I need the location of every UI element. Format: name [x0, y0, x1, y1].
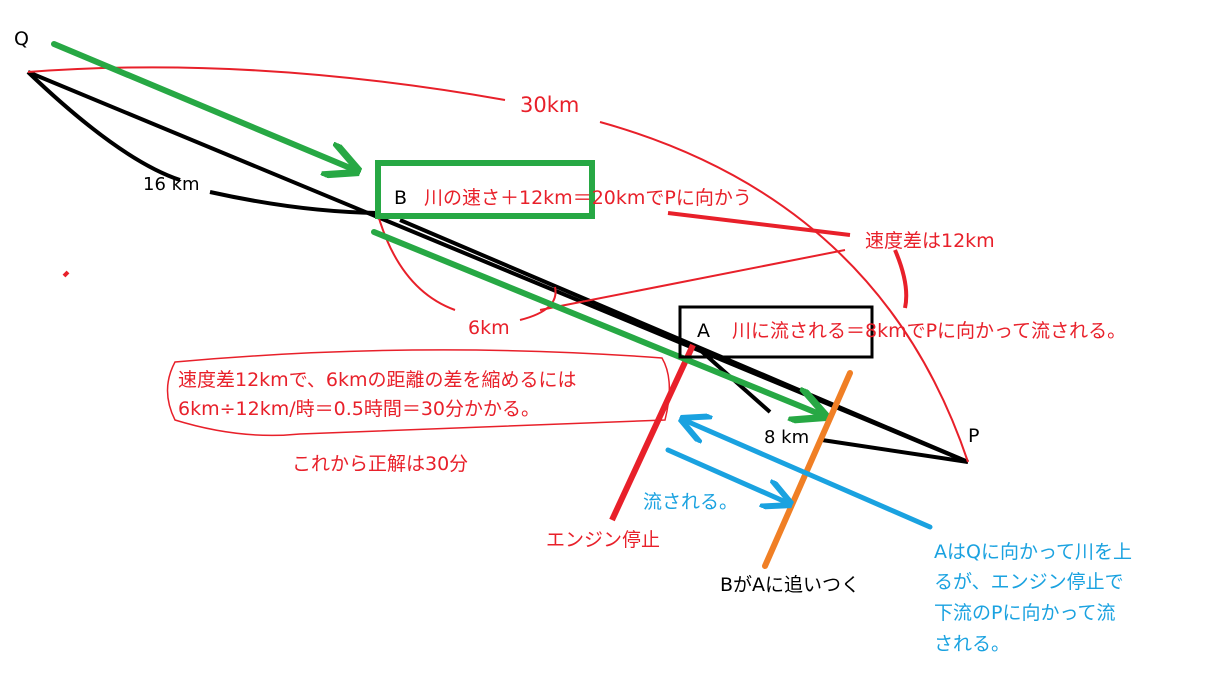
point-q: Q: [14, 28, 29, 50]
brace-a-p-lower: [821, 438, 969, 464]
note-catch-up: BがAに追いつく: [720, 574, 860, 596]
green-arrow-q-to-b: [51, 41, 355, 170]
brace-q-b: [26, 70, 181, 182]
note-a-explain-1: AはQに向かって川を上: [934, 541, 1132, 563]
red-annotations: [27, 66, 969, 522]
note-speed-diff: 速度差は12km: [865, 230, 995, 252]
brace-q-b-lower: [209, 190, 379, 215]
stray-mark: [62, 270, 70, 278]
distance-total: 30km: [520, 93, 579, 117]
speed-diff-pointer-2: [539, 249, 846, 311]
speed-diff-pointer-3: [893, 249, 909, 309]
note-a-motion: 川に流される＝8kmでPに向かって流される。: [732, 320, 1126, 342]
note-a-explain-2: るが、エンジン停止で: [934, 571, 1124, 593]
catch-up-line: [762, 370, 853, 569]
note-a-explain-3: 下流のPに向かって流: [934, 602, 1116, 624]
point-a: A: [697, 320, 710, 342]
calc-speech-bubble: [166, 349, 671, 437]
b-to-p-line: [399, 218, 969, 464]
note-engine-stop: エンジン停止: [546, 529, 660, 551]
point-p: P: [968, 425, 979, 447]
box-b: [375, 160, 595, 219]
note-calc-line2: 6km÷12km/時＝0.5時間＝30分かかる。: [178, 398, 540, 420]
arc-30km-left: [27, 66, 506, 101]
distance-b-a: 6km: [468, 317, 510, 339]
note-b-motion: 川の速さ＋12km＝20kmでPに向かう: [424, 187, 752, 209]
note-a-explain-4: される。: [934, 633, 1010, 655]
arc-6km: [377, 214, 456, 311]
box-a: [678, 305, 874, 359]
blue-arrow-drift: [665, 447, 788, 503]
arc-6km-right: [519, 286, 557, 321]
distance-q-b: 16 km: [143, 174, 200, 195]
point-b: B: [394, 187, 407, 209]
blue-arrow-a-upstream: [684, 420, 933, 530]
note-calc-line1: 速度差12kmで、6kmの距離の差を縮めるには: [178, 369, 577, 391]
distance-a-p: 8 km: [764, 427, 809, 448]
note-answer: これから正解は30分: [292, 453, 468, 475]
boat-b-arrows: [51, 41, 822, 415]
engine-stop-line: [609, 343, 696, 522]
note-drift: 流される。: [643, 491, 738, 513]
arc-30km-right: [599, 121, 969, 463]
drift-arrows: [665, 420, 933, 530]
green-arrow-b-to-p: [371, 229, 822, 415]
speed-diff-pointer-1: [667, 211, 851, 237]
